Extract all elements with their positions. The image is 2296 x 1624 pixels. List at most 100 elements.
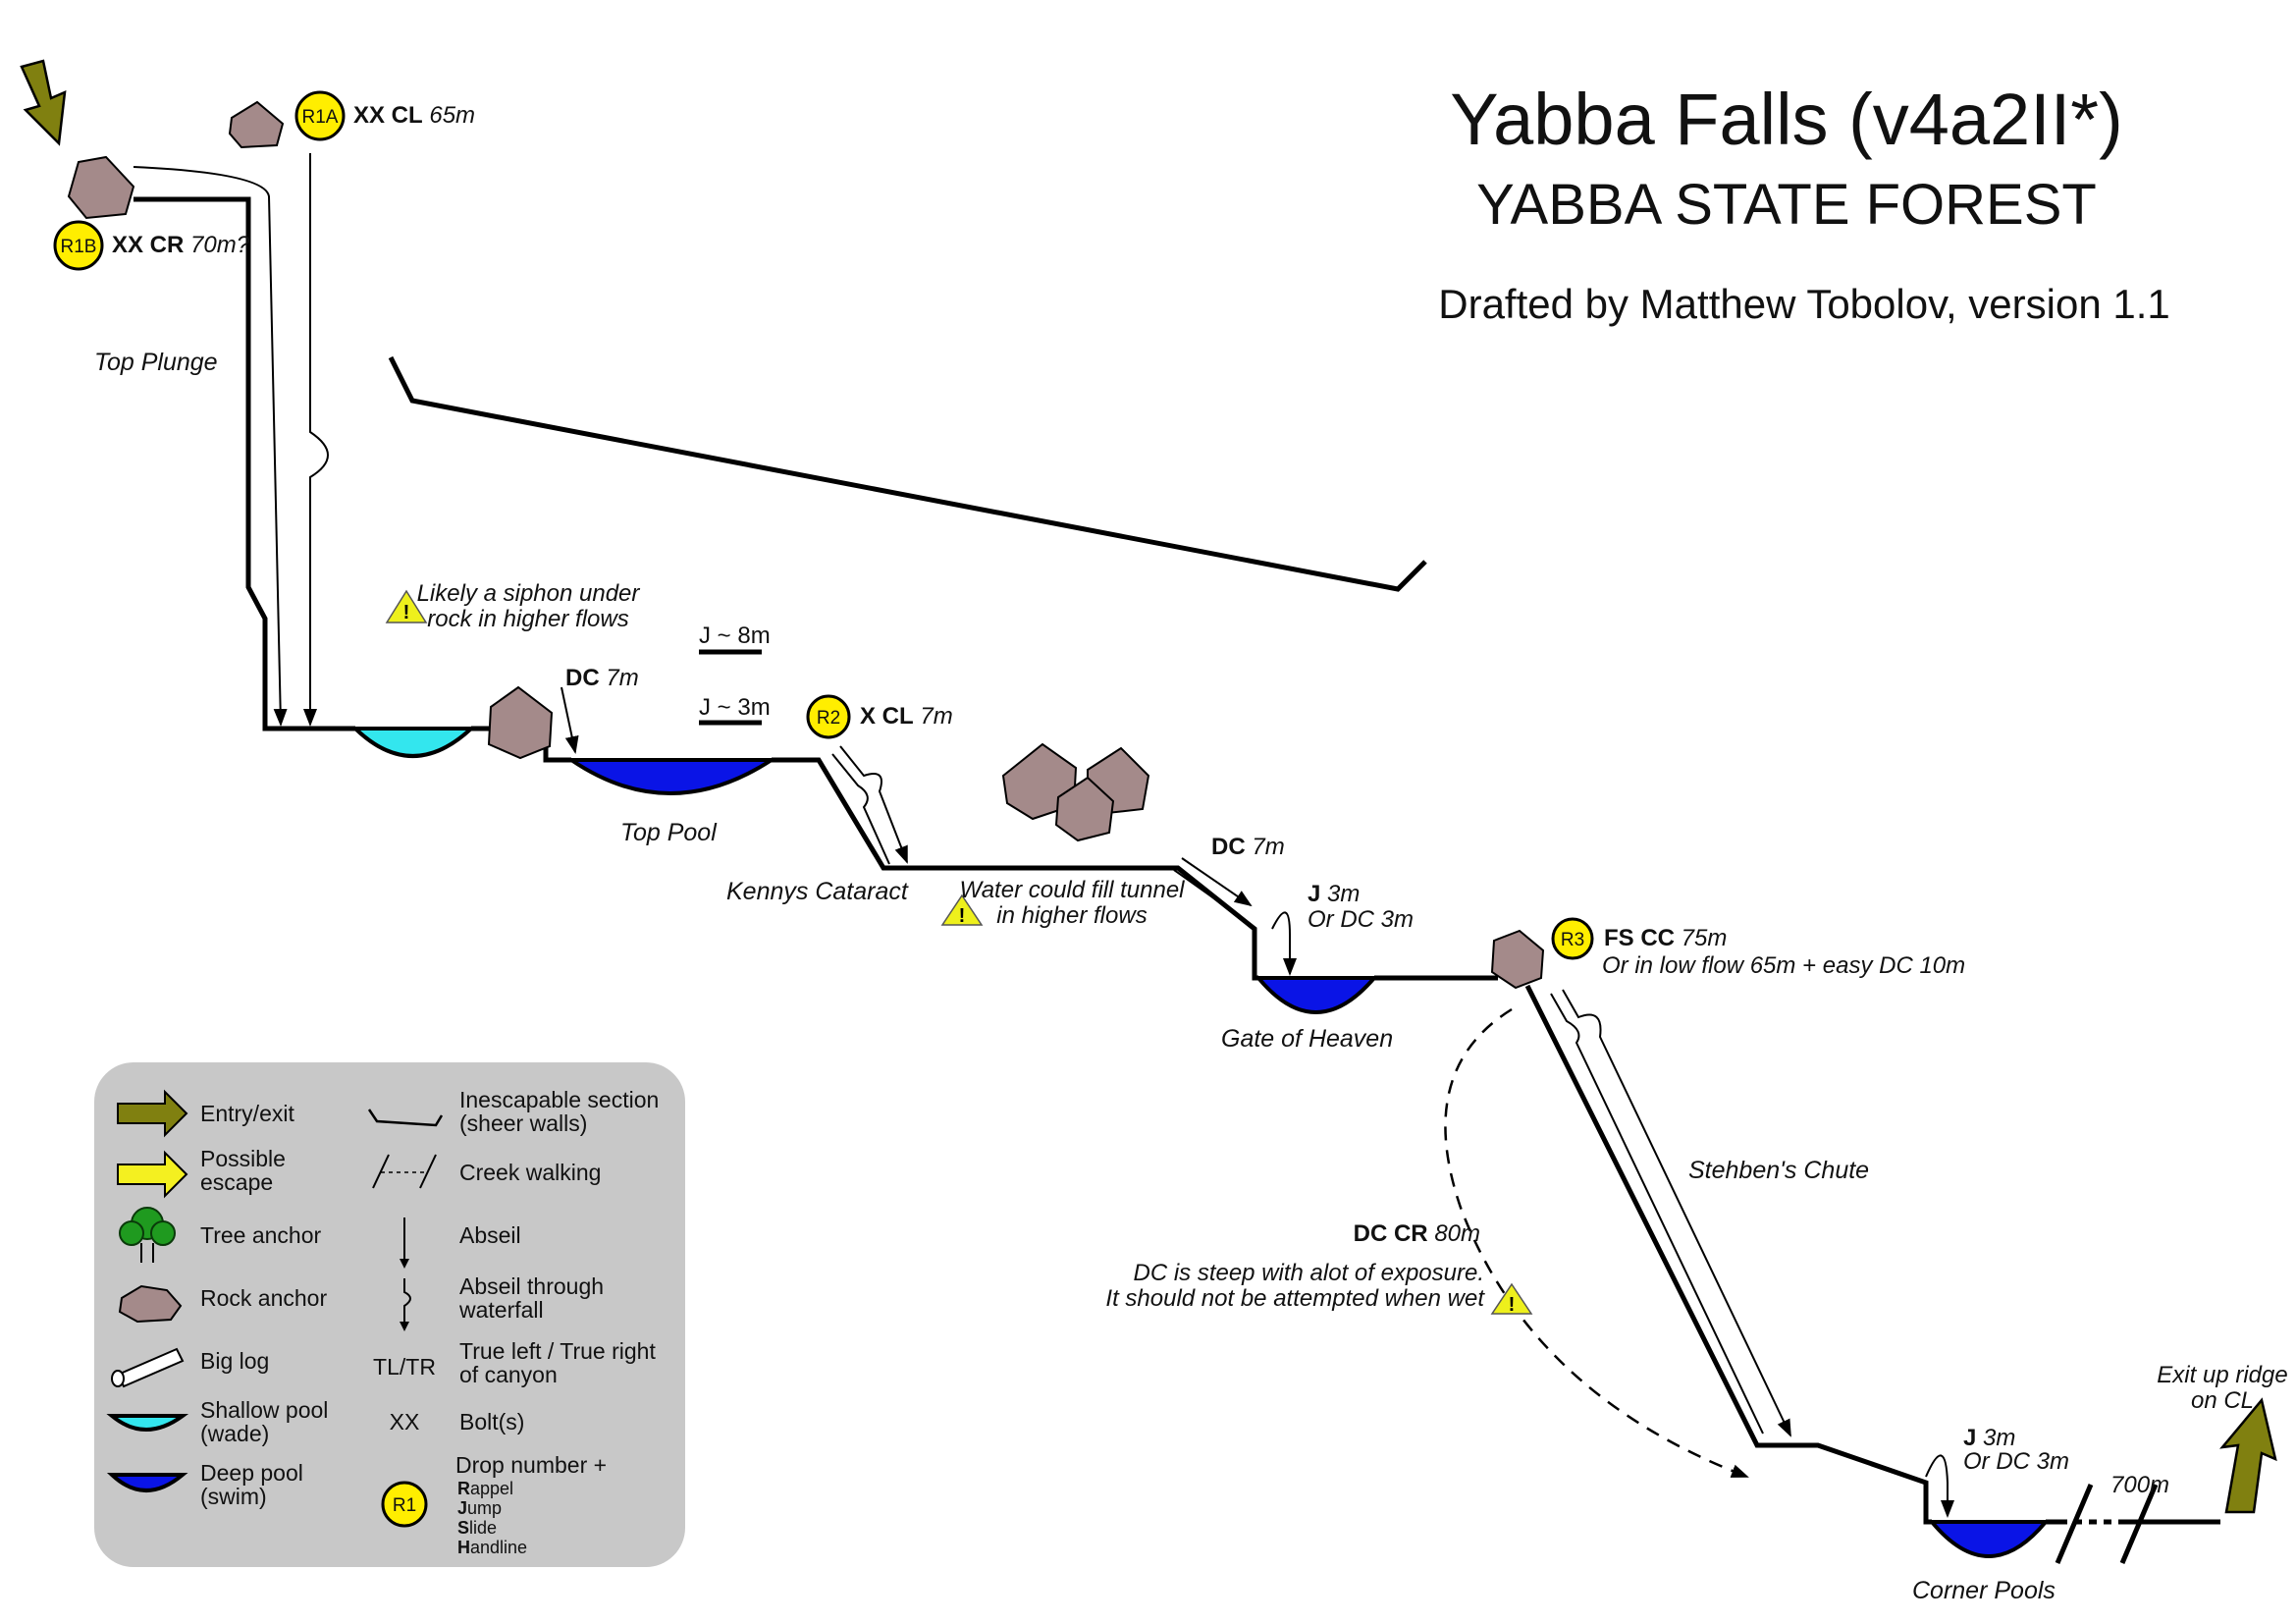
drop-r2-length: 7m — [920, 703, 952, 730]
warning-mark: ! — [1509, 1294, 1516, 1316]
drop-badge-r1a-label: R1A — [302, 107, 339, 128]
exit-arrow-icon — [2219, 1397, 2277, 1514]
drop-badge-r2 — [806, 694, 851, 739]
legend-inescapable-2: (sheer walls) — [459, 1110, 587, 1136]
legend-bolts: Bolt(s) — [459, 1409, 524, 1435]
drop-jcorner-alt: Or DC 3m — [1963, 1448, 2069, 1475]
legend-tree: Tree anchor — [200, 1222, 321, 1248]
legend-entry-exit: Entry/exit — [200, 1101, 294, 1126]
drop-badge-r1b-label: R1B — [61, 237, 97, 257]
downclimb-route — [1444, 1007, 1749, 1479]
rock-anchor-icon — [228, 100, 285, 149]
creek-walk-slash-1 — [2055, 1484, 2094, 1564]
section-gate-of-heaven: Gate of Heaven — [1221, 1025, 1393, 1053]
legend-inescapable-1: Inescapable section — [459, 1087, 659, 1112]
drop-jgate-label: J 3m — [1308, 881, 1360, 907]
inescapable-section — [388, 355, 1427, 592]
abseil-dc1 — [561, 686, 579, 754]
section-kennys-cataract: Kennys Cataract — [726, 878, 909, 905]
drop-r3-length: 75m — [1682, 925, 1728, 951]
drop-dc1-label: DC 7m — [565, 665, 639, 691]
jump-8m-label: J ~ 8m — [699, 623, 771, 649]
legend-rappel: Rappel — [457, 1479, 513, 1498]
creek-walk-icon — [372, 1154, 437, 1189]
drop-dc2-length: 7m — [1252, 834, 1284, 860]
legend-handline-initial: H — [457, 1538, 470, 1557]
shallow-pool — [350, 727, 477, 758]
canyon-profile-6 — [1524, 984, 1932, 1525]
page-title: Yabba Falls (v4a2II*) — [1450, 79, 2123, 160]
legend-escape-1: Possible — [200, 1146, 286, 1171]
warning-icon — [940, 893, 984, 926]
drop-badge-r2-label: R2 — [817, 708, 840, 729]
legend-rock: Rock anchor — [200, 1285, 327, 1311]
drop-r3-alt: Or in low flow 65m + easy DC 10m — [1602, 952, 1965, 979]
legend-tltr-2: of canyon — [459, 1362, 558, 1387]
drop-badge-r1a — [294, 90, 346, 141]
drop-badge-r1b — [53, 220, 104, 271]
abseil-waterfall-r3 — [1562, 989, 1791, 1437]
section-top-pool: Top Pool — [620, 819, 718, 846]
legend: Entry/exit Possible escape Tree anchor R… — [94, 1062, 685, 1567]
warning-mark: ! — [403, 602, 410, 623]
tree-icon — [119, 1207, 176, 1263]
abseil-waterfall-r2 — [839, 745, 908, 864]
legend-creek: Creek walking — [459, 1160, 601, 1185]
drop-jgate-length: 3m — [1327, 881, 1360, 907]
log-icon — [111, 1347, 185, 1388]
deep-pool-icon — [106, 1473, 188, 1492]
canyon-profile-3 — [543, 744, 571, 763]
drop-r2-label: X CL 7m — [860, 703, 953, 730]
dc-warning-note-1: DC is steep with alot of exposure. — [1133, 1260, 1484, 1286]
warning-icon — [385, 589, 428, 623]
drop-jcorner-code: J — [1963, 1425, 1976, 1451]
drop-jcorner-length: 3m — [1983, 1425, 2015, 1451]
legend-deep-1: Deep pool — [200, 1460, 303, 1486]
drop-badge-icon — [381, 1481, 428, 1528]
abseil-dc2 — [1181, 857, 1253, 907]
corner-pool-water — [1927, 1520, 2051, 1558]
inescapable-icon — [367, 1109, 444, 1127]
abseil-waterfall-r3-edge — [1550, 993, 1764, 1435]
page-subtitle: YABBA STATE FOREST — [1476, 173, 2097, 237]
section-corner-pools: Corner Pools — [1912, 1577, 2056, 1604]
legend-escape-2: escape — [200, 1169, 273, 1195]
entry-exit-icon — [117, 1089, 188, 1138]
drop-r1b-code: XX CR — [112, 232, 184, 258]
drop-dccr-label: DC CR 80m — [1354, 1220, 1480, 1247]
gate-pool-water — [1254, 976, 1379, 1014]
creek-walk-slash-2 — [2119, 1484, 2159, 1564]
rock-icon — [118, 1284, 183, 1324]
drop-r1a-length: 65m — [429, 102, 475, 129]
escape-arrow-icon — [117, 1150, 188, 1199]
abseil-waterfall-r2-edge — [831, 753, 890, 865]
legend-slide-initial: S — [457, 1518, 469, 1538]
legend-rappel-rest: appel — [470, 1479, 513, 1498]
legend-tltr-symbol: TL/TR — [373, 1354, 436, 1380]
siphon-note-1: Likely a siphon under — [417, 580, 641, 607]
legend-slide-rest: lide — [469, 1518, 497, 1538]
legend-drop-badge: R1 — [393, 1495, 416, 1516]
rock-anchor-icon — [487, 685, 554, 760]
rock-anchor-icon — [67, 155, 135, 220]
drop-dc1-code: DC — [565, 665, 600, 691]
legend-tltr-1: True left / True right — [459, 1338, 656, 1364]
rock-anchor-icon — [1490, 929, 1545, 990]
legend-deep-2: (swim) — [200, 1484, 267, 1509]
jump-gate-arrow — [1271, 911, 1297, 976]
dc-warning-note-2: It should not be attempted when wet — [1105, 1285, 1485, 1312]
exit-note-1: Exit up ridge — [2157, 1362, 2287, 1388]
warning-mark: ! — [959, 905, 966, 927]
legend-abseil-wf-1: Abseil through — [459, 1273, 604, 1299]
legend-shallow-2: (wade) — [200, 1421, 269, 1446]
drop-r3-code: FS CC — [1604, 925, 1675, 951]
drop-jgate-code: J — [1308, 881, 1320, 907]
drop-r1b-label: XX CR 70m? — [112, 232, 250, 258]
section-stehbens-chute: Stehben's Chute — [1688, 1157, 1869, 1184]
abseil-waterfall-icon — [400, 1278, 411, 1331]
siphon-note-2: rock in higher flows — [427, 606, 628, 632]
jump-3m-label: J ~ 3m — [699, 694, 771, 721]
legend-jump-rest: ump — [467, 1498, 502, 1518]
top-pool-water — [564, 758, 778, 795]
